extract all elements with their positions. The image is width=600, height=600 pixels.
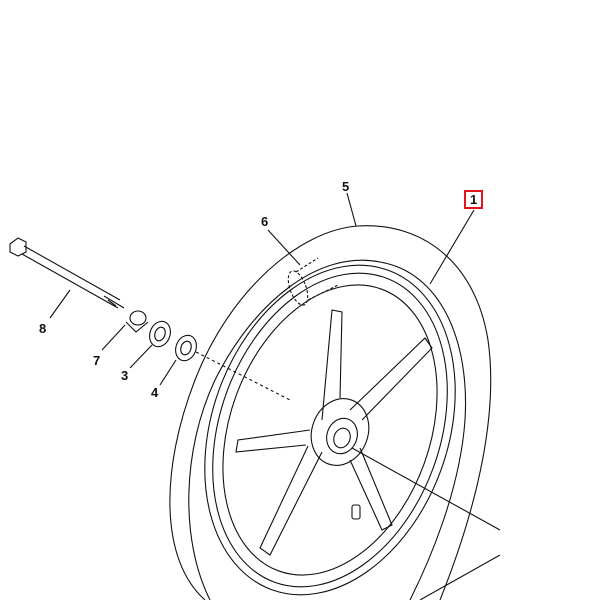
valve-stem (351, 504, 361, 520)
callout-4[interactable]: 4 (151, 385, 159, 400)
callout-6[interactable]: 6 (261, 214, 269, 229)
callout-8[interactable]: 8 (39, 321, 47, 336)
axis-line (195, 351, 291, 401)
hub (310, 398, 370, 466)
callout-1[interactable]: 1 (464, 190, 484, 209)
spokes (235, 309, 433, 556)
bearing-4 (175, 334, 197, 362)
callout-7[interactable]: 7 (93, 353, 101, 368)
spacer-collar (125, 310, 149, 333)
callout-3[interactable]: 3 (121, 368, 129, 383)
leader-lines (49, 192, 501, 600)
inner-tube (287, 257, 339, 306)
tire (169, 225, 492, 600)
rim (204, 264, 456, 596)
axle-bolt (9, 237, 125, 309)
callout-5[interactable]: 5 (342, 179, 350, 194)
bearing-3 (149, 320, 171, 348)
